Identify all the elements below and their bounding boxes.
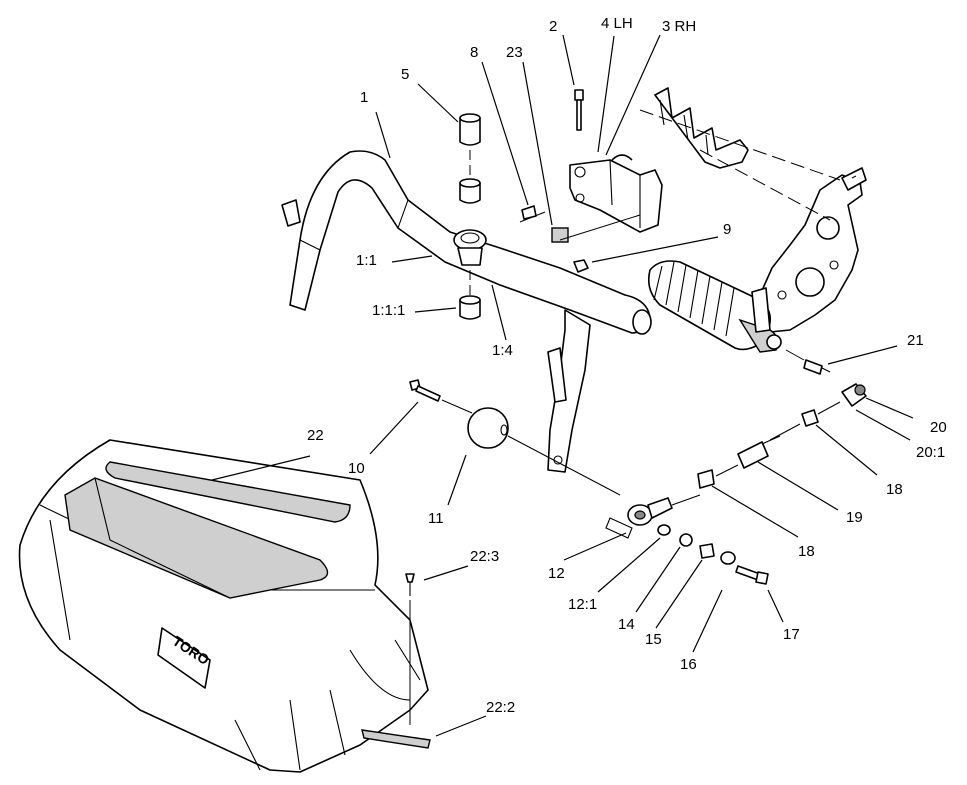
link-axis (817, 401, 841, 415)
washer-16 (720, 551, 736, 565)
washer-14 (679, 533, 693, 547)
spacer-12-1 (657, 524, 671, 536)
bushing-top (459, 113, 481, 146)
callout-1-4: 1:4 (492, 342, 513, 359)
pivot-hub (453, 229, 487, 266)
bracket-axis (559, 214, 641, 241)
link-axis (785, 349, 805, 361)
callout-3-rh: 3 RH (662, 18, 696, 35)
rod-end-12 (627, 497, 673, 526)
callout-19: 19 (846, 509, 863, 526)
ball-knob (467, 407, 509, 449)
callout-23: 23 (506, 44, 523, 61)
callout-12: 12 (548, 565, 565, 582)
nut-18-upper (801, 409, 819, 427)
bolt-10 (409, 379, 441, 402)
spring-cylinder (647, 260, 782, 353)
fitting-20 (841, 383, 867, 407)
link-axis (715, 464, 739, 477)
callout-22-3: 22:3 (470, 548, 499, 565)
callout-14: 14 (618, 616, 635, 633)
screw-axis (519, 211, 546, 223)
screw-8 (521, 205, 537, 220)
mount-bracket (569, 154, 663, 233)
callout-2: 2 (549, 18, 557, 35)
callout-1: 1 (360, 89, 368, 106)
callout-5: 5 (401, 66, 409, 83)
rod-end-plate (605, 517, 633, 539)
support-frame (654, 87, 867, 333)
bolt-2 (574, 89, 584, 131)
callout-21: 21 (907, 332, 924, 349)
rod-axis (507, 435, 621, 496)
assembly-axis (639, 109, 841, 181)
callout-1-1-1: 1:1:1 (372, 302, 405, 319)
callout-12-1: 12:1 (568, 596, 597, 613)
nut-18-lower (697, 469, 715, 489)
callout-10: 10 (348, 460, 365, 477)
assembly-axis (699, 149, 831, 221)
nut-15 (699, 543, 715, 559)
callout-11: 11 (428, 510, 444, 527)
callout-20: 20 (930, 419, 947, 436)
link-axis (769, 423, 801, 441)
bolt-17 (735, 565, 769, 585)
callout-17: 17 (783, 626, 800, 643)
nut-9 (573, 259, 589, 273)
seat-hood (18, 439, 429, 773)
callout-20-1: 20:1 (916, 444, 945, 461)
ball-axis (441, 399, 473, 414)
callout-22-2: 22:2 (486, 699, 515, 716)
callout-15: 15 (645, 631, 662, 648)
callout-labels: 2 4 LH 3 RH 8 23 5 1 9 1:1 1:1:1 1:4 21 … (307, 15, 947, 716)
bushing-upper (459, 178, 481, 204)
callout-4-lh: 4 LH (601, 15, 633, 32)
link-axis (671, 494, 701, 506)
fitting-21 (803, 359, 831, 375)
bushing-lower (459, 295, 481, 320)
callout-8: 8 (470, 44, 478, 61)
callout-22: 22 (307, 427, 324, 444)
callout-16: 16 (680, 656, 697, 673)
callout-1-1: 1:1 (356, 252, 377, 269)
callout-18-lower: 18 (798, 543, 815, 560)
screw-22-3 (405, 573, 415, 596)
callout-9: 9 (723, 221, 731, 238)
clip-22-2 (361, 729, 431, 749)
callout-18-upper: 18 (886, 481, 903, 498)
leader-lines (211, 34, 914, 737)
